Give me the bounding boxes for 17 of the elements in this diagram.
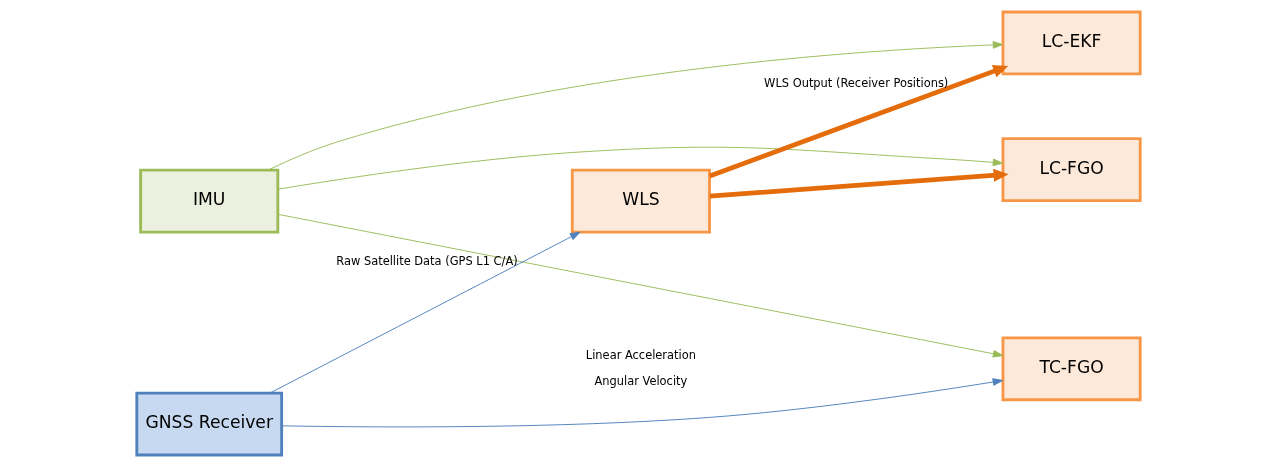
arrow [277, 213, 1003, 358]
node-box: IMU [138, 168, 279, 234]
arrow [280, 378, 1003, 428]
node-box: LC-EKF [1001, 10, 1142, 76]
node-box: WLS [570, 168, 711, 234]
arrow [708, 65, 1008, 179]
label: Angular Velocity [593, 373, 687, 388]
label: Linear Acceleration [585, 347, 696, 362]
node-box: GNSS Receiver [134, 391, 283, 457]
arrow [267, 41, 1003, 171]
node-box: LC-FGO [1001, 137, 1142, 203]
edge-label: WLS Output (Receiver Positions) [763, 76, 948, 91]
arrow [277, 146, 1003, 190]
arrow [709, 168, 1009, 199]
node-box: TC-FGO [1001, 336, 1142, 402]
arrow [268, 231, 580, 394]
edge-label: Raw Satellite Data (GPS L1 C/A) [335, 253, 518, 268]
